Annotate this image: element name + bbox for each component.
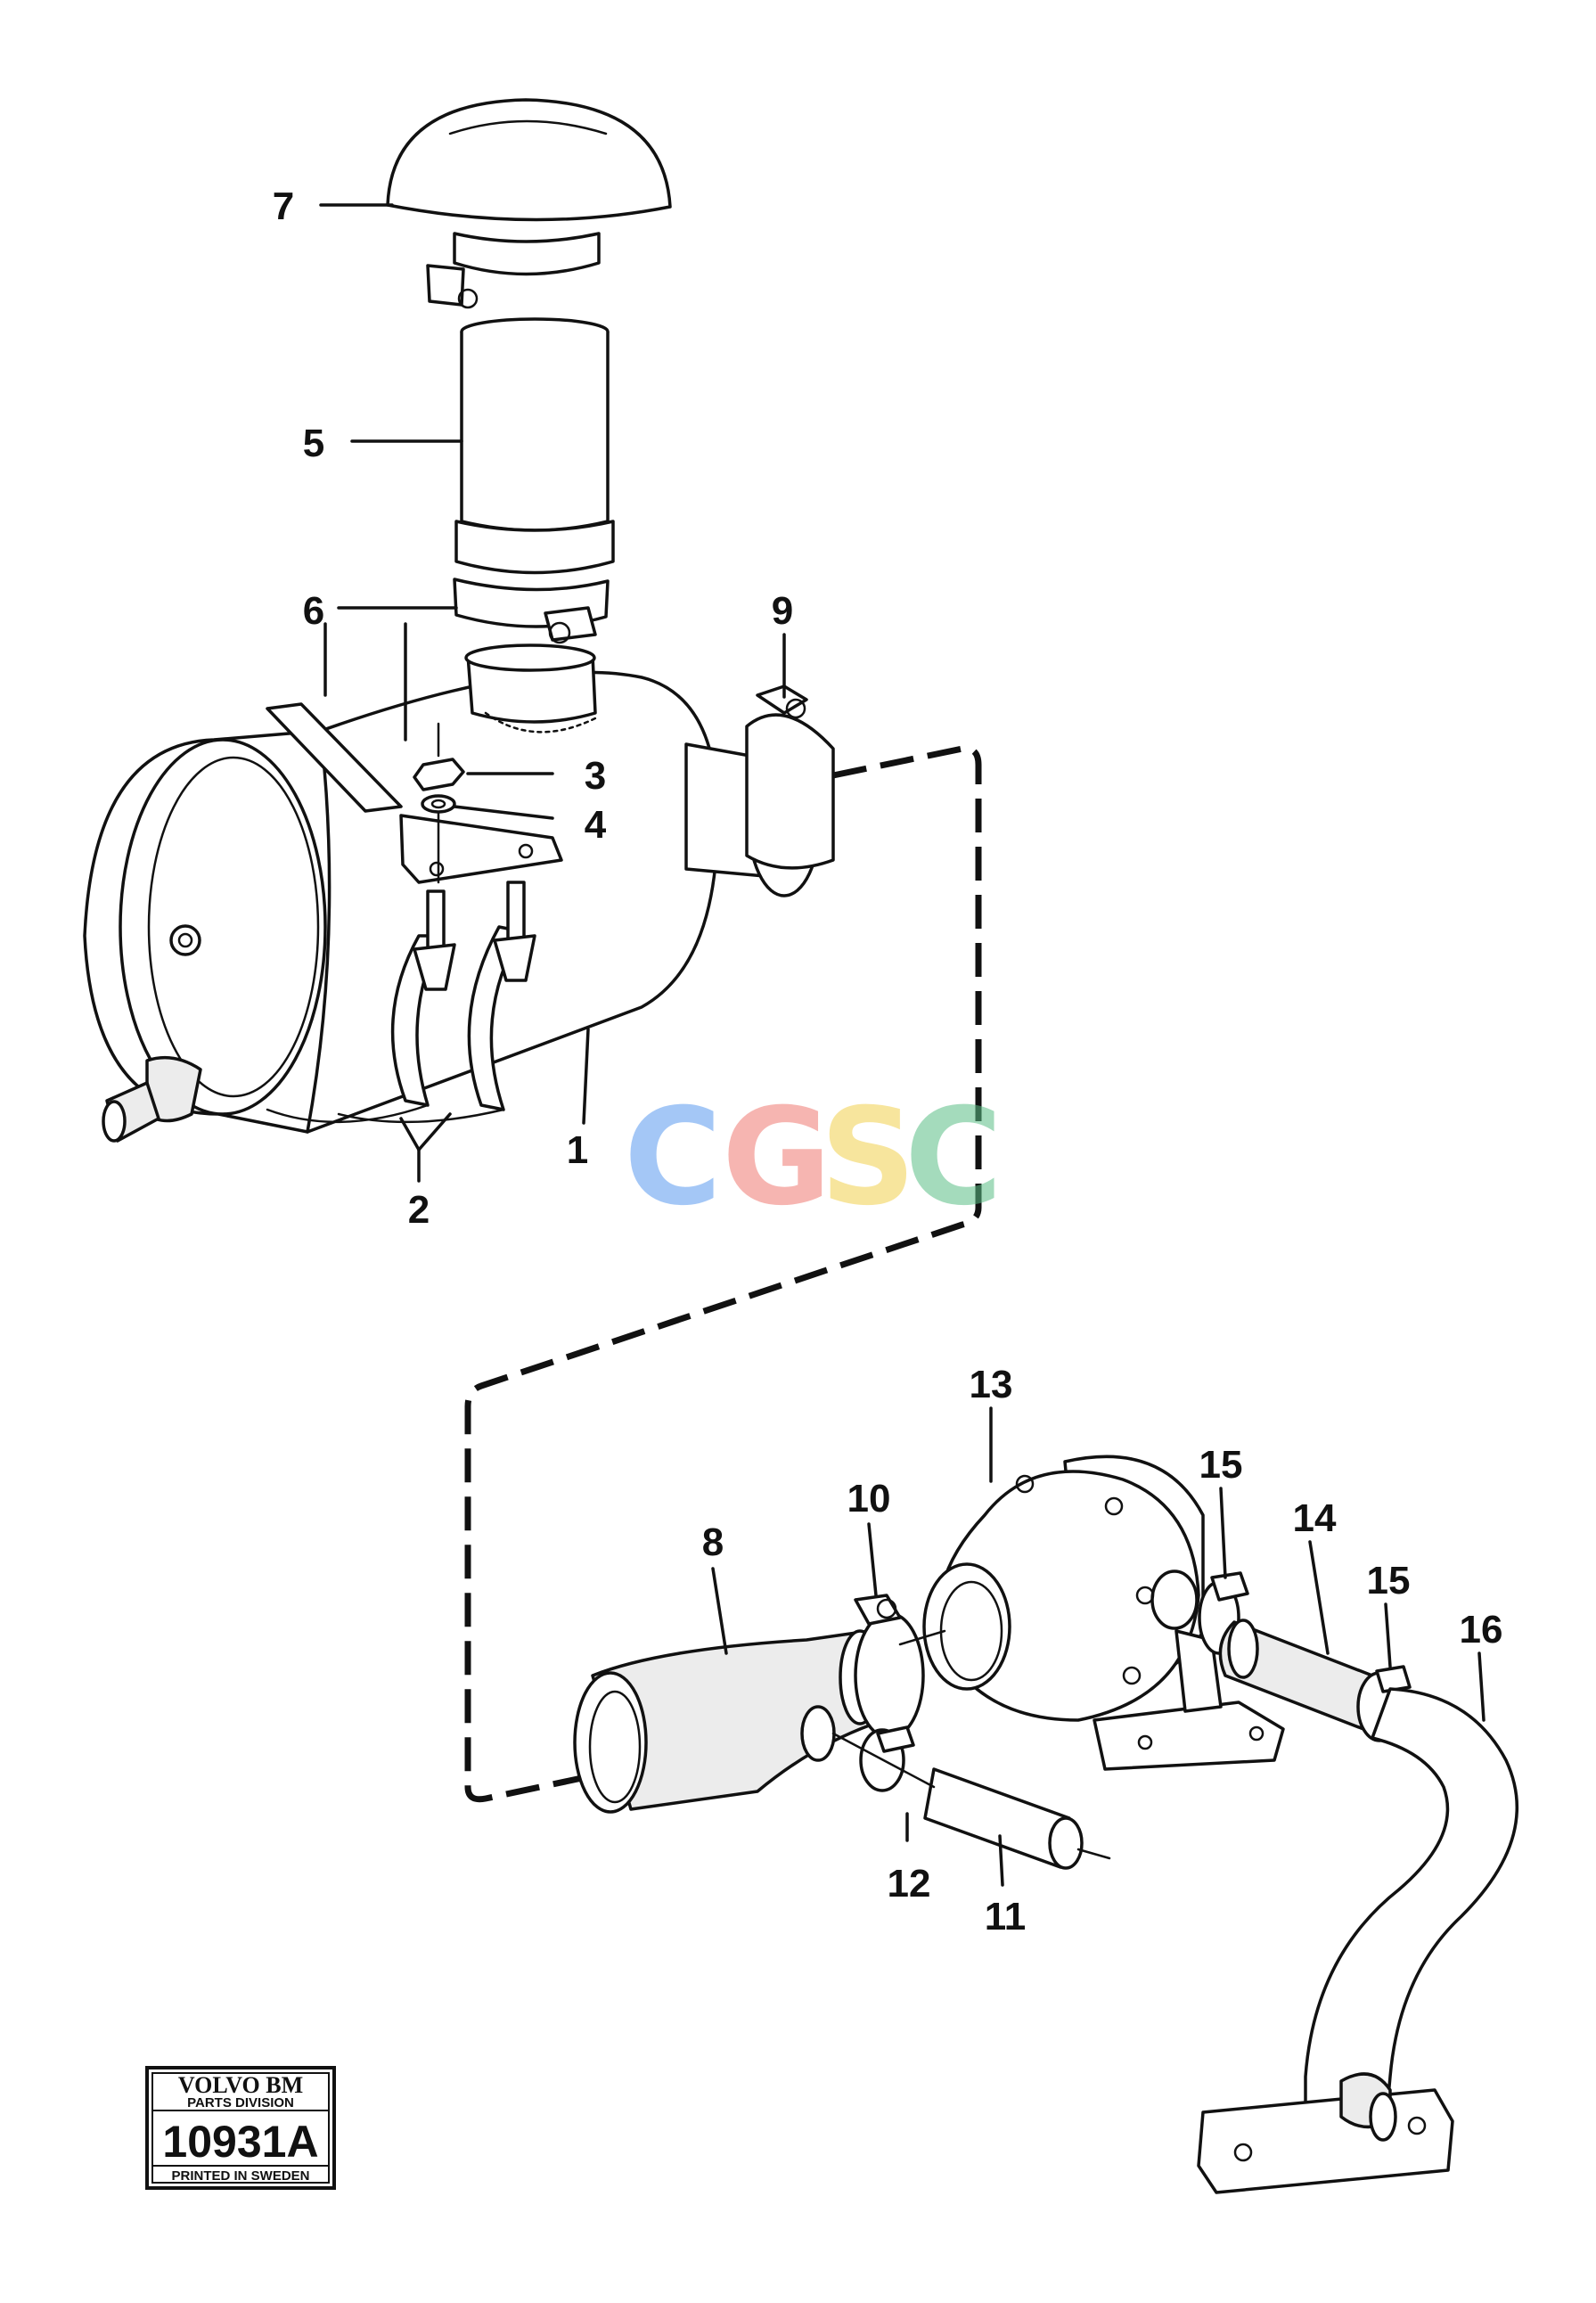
callout-1: 1 xyxy=(567,1128,588,1172)
callout-8: 8 xyxy=(702,1520,724,1564)
mounting-straps xyxy=(266,814,563,1124)
watermark-letter-4: C xyxy=(904,1080,1003,1235)
stamp-brand: VOLVO BM xyxy=(178,2072,303,2098)
connection-path xyxy=(464,745,982,1803)
outlet-clamp xyxy=(745,684,835,897)
callout-16: 16 xyxy=(1460,1608,1503,1651)
stamp-division: PARTS DIVISION xyxy=(187,2095,294,2110)
callout-9: 9 xyxy=(772,589,793,633)
reducer-clamp xyxy=(854,1594,925,1740)
callout-6: 6 xyxy=(303,589,324,633)
callout-11: 11 xyxy=(985,1895,1027,1938)
rain-cap xyxy=(386,98,672,309)
stamp-number: 10931A xyxy=(162,2117,318,2167)
nut-and-washer xyxy=(413,722,465,884)
small-clamp xyxy=(859,1725,915,1792)
callout-10: 10 xyxy=(847,1477,891,1520)
reducer-pipe xyxy=(573,1629,881,1814)
callout-15-upper: 15 xyxy=(1199,1443,1243,1487)
pump-hose xyxy=(1218,1619,1381,1731)
outlet-pipe xyxy=(1197,1687,1518,2194)
watermark: C G S C xyxy=(624,1080,1003,1235)
watermark-letter-3: S xyxy=(820,1080,916,1235)
leader-lines-lower xyxy=(711,1406,1486,1887)
callout-4: 4 xyxy=(585,803,607,847)
volvo-bm-stamp: VOLVO BM PARTS DIVISION 10931A PRINTED I… xyxy=(145,2066,336,2190)
callout-3: 3 xyxy=(585,754,606,798)
callout-labels: 1 2 3 4 5 6 7 8 9 10 11 12 13 14 15 15 1… xyxy=(273,184,1503,1938)
pump xyxy=(898,1455,1285,1771)
callout-14: 14 xyxy=(1293,1496,1337,1540)
leader-lines-upper xyxy=(319,203,786,1183)
watermark-letter-1: C xyxy=(624,1080,722,1235)
pipe-clamp xyxy=(453,578,610,644)
callout-15-lower: 15 xyxy=(1367,1559,1411,1602)
watermark-letter-2: G xyxy=(722,1080,831,1235)
callout-12: 12 xyxy=(888,1862,931,1906)
stamp-printed: PRINTED IN SWEDEN xyxy=(171,2168,309,2184)
callout-2: 2 xyxy=(408,1188,430,1232)
inlet-pipe xyxy=(454,317,615,575)
callout-13: 13 xyxy=(970,1363,1013,1406)
breather-hose xyxy=(831,1732,1111,1870)
callout-7: 7 xyxy=(273,184,294,228)
callout-5: 5 xyxy=(303,422,324,465)
